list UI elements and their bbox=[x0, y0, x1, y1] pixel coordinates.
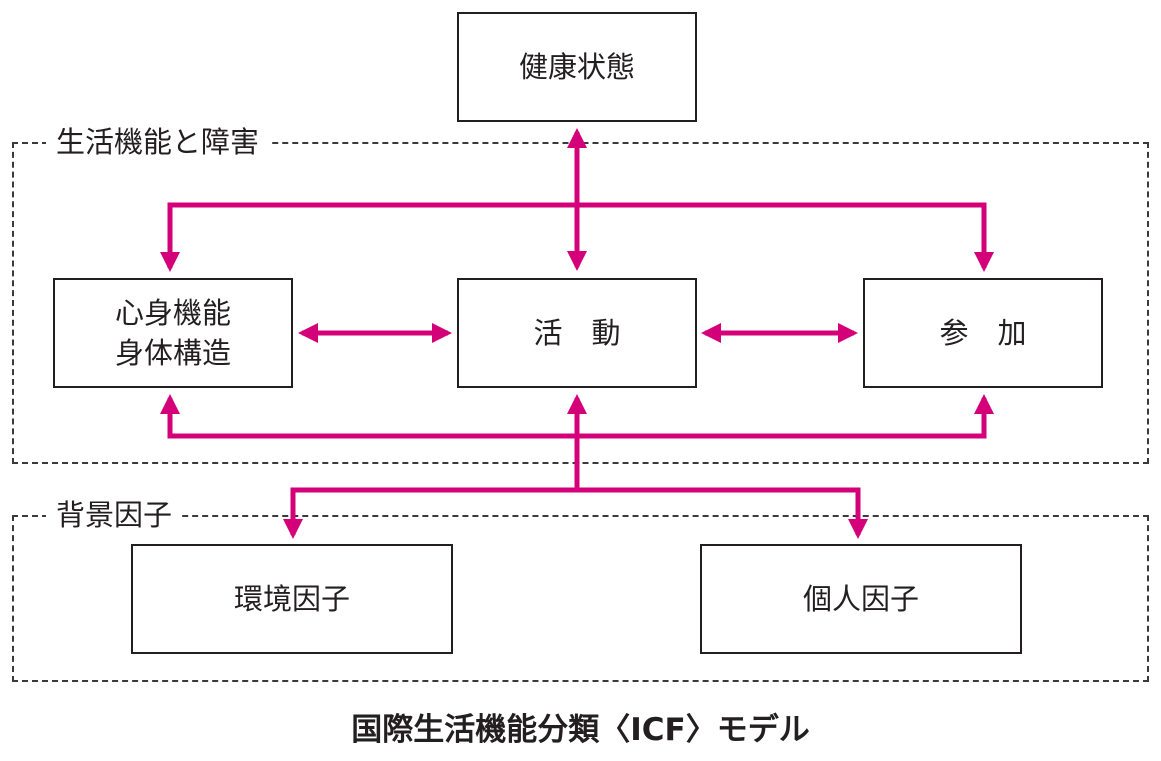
contextual-factors-group bbox=[12, 515, 1149, 682]
health-condition-label: 健康状態 bbox=[518, 50, 635, 84]
health-condition-box: 健康状態 bbox=[457, 12, 697, 122]
body-function-structure-box: 心身機能 身体構造 bbox=[53, 278, 293, 388]
participation-box: 参 加 bbox=[863, 278, 1103, 388]
body-function-label: 心身機能 bbox=[114, 296, 231, 330]
personal-factors-box: 個人因子 bbox=[700, 544, 1022, 654]
environmental-factors-box: 環境因子 bbox=[131, 544, 453, 654]
functioning-disability-label: 生活機能と障害 bbox=[46, 126, 270, 158]
personal-factors-label: 個人因子 bbox=[802, 582, 919, 616]
environmental-factors-label: 環境因子 bbox=[233, 582, 350, 616]
contextual-factors-label: 背景因子 bbox=[46, 499, 183, 531]
activity-box: 活 動 bbox=[457, 278, 697, 388]
activity-label: 活 動 bbox=[533, 316, 621, 350]
participation-label: 参 加 bbox=[939, 316, 1027, 350]
diagram-caption: 国際生活機能分類〈ICF〉モデル bbox=[351, 712, 810, 748]
body-structure-label: 身体構造 bbox=[114, 336, 231, 370]
arrow-contextual-branch bbox=[283, 487, 868, 539]
arrow-top-branch bbox=[160, 202, 994, 272]
